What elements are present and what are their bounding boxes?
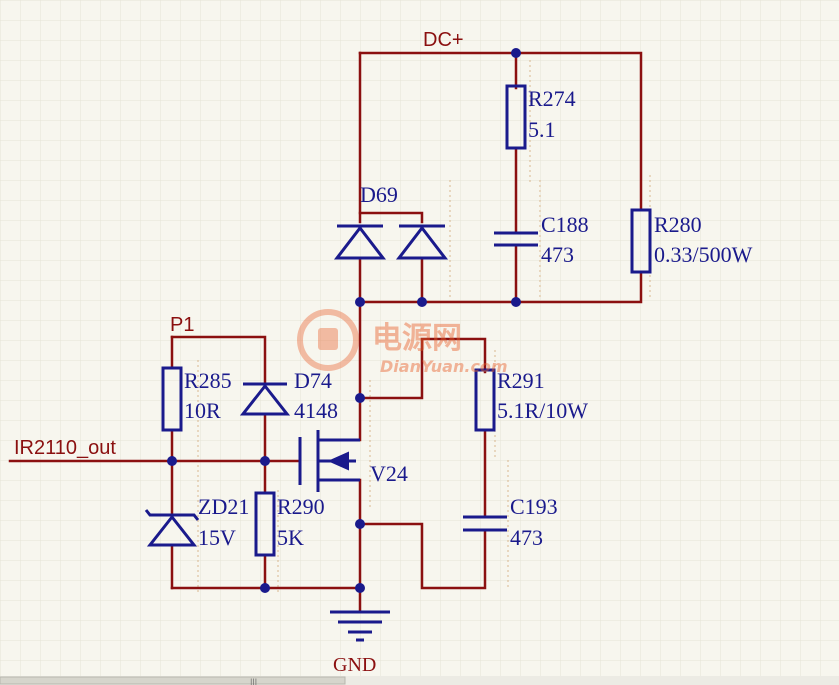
r290-value: 5K bbox=[277, 525, 304, 550]
v24-mosfet[interactable] bbox=[298, 430, 360, 492]
net-label-gnd: GND bbox=[333, 654, 376, 676]
r285-ref: R285 bbox=[184, 368, 232, 393]
d69-ref: D69 bbox=[360, 182, 398, 207]
r290-body[interactable] bbox=[254, 491, 276, 557]
c193-value: 473 bbox=[510, 525, 543, 550]
horizontal-scrollbar-thumb[interactable] bbox=[0, 676, 346, 685]
r274-body[interactable] bbox=[505, 84, 527, 150]
net-label-p1: P1 bbox=[170, 314, 194, 336]
c188-value: 473 bbox=[541, 242, 574, 267]
net-label-dc-plus: DC+ bbox=[423, 29, 464, 51]
c193-symbol[interactable] bbox=[463, 515, 507, 532]
d69-symbol[interactable] bbox=[333, 224, 449, 260]
c188-ref: C188 bbox=[541, 212, 589, 237]
zd21-value: 15V bbox=[198, 525, 236, 550]
d74-value: 4148 bbox=[294, 398, 338, 423]
r274-value: 5.1 bbox=[528, 117, 556, 142]
r285-body[interactable] bbox=[161, 366, 183, 432]
r290-ref: R290 bbox=[277, 494, 325, 519]
watermark-cn: 电源网 bbox=[372, 321, 462, 356]
watermark: 电源网 DianYuan.com bbox=[297, 309, 508, 376]
c188-symbol[interactable] bbox=[494, 231, 538, 247]
junctions bbox=[167, 48, 521, 593]
watermark-en: DianYuan.com bbox=[380, 357, 508, 376]
zd21-ref: ZD21 bbox=[198, 494, 249, 519]
v24-ref: V24 bbox=[370, 461, 408, 486]
horizontal-scrollbar-track[interactable] bbox=[0, 676, 839, 685]
r291-ref: R291 bbox=[497, 368, 545, 393]
r285-value: 10R bbox=[184, 398, 221, 423]
gnd-symbol bbox=[330, 610, 390, 642]
r291-body[interactable] bbox=[474, 368, 496, 432]
r280-ref: R280 bbox=[654, 212, 702, 237]
d74-ref: D74 bbox=[294, 368, 332, 393]
d74-symbol[interactable] bbox=[239, 382, 291, 416]
c193-ref: C193 bbox=[510, 494, 558, 519]
r280-body[interactable] bbox=[630, 208, 652, 274]
r291-value: 5.1R/10W bbox=[497, 398, 588, 423]
zd21-symbol[interactable] bbox=[144, 509, 200, 547]
r274-ref: R274 bbox=[528, 86, 576, 111]
scrollbar-grip-icon[interactable]: ||| bbox=[250, 678, 257, 685]
r280-value: 0.33/500W bbox=[654, 242, 753, 267]
net-label-input: IR2110_out bbox=[14, 437, 116, 459]
